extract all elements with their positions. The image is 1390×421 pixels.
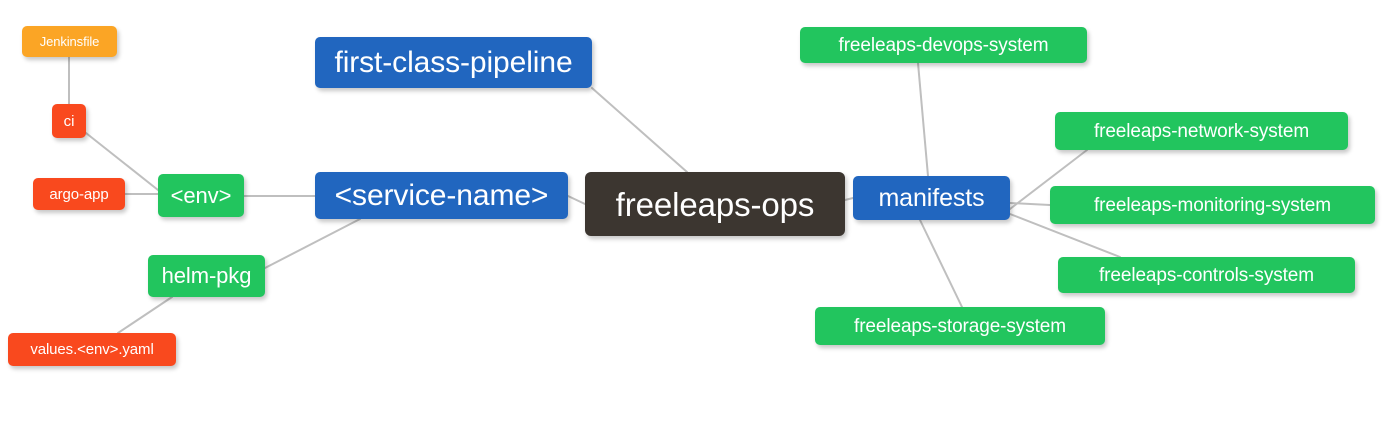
edge-root-to-service-name [567,195,586,205]
mindmap-node-freeleaps-storage-system[interactable]: freeleaps-storage-system [815,307,1105,345]
mindmap-node-label: argo-app [49,185,109,203]
edge-manifests-to-freeleaps-storage-system [919,219,963,308]
mindmap-node-label: ci [63,112,75,130]
mindmap-node-label: manifests [878,183,985,212]
mindmap-node-argo-app[interactable]: argo-app [33,178,125,210]
mindmap-node-label: freeleaps-devops-system [838,34,1049,56]
mindmap-node-label: freeleaps-storage-system [854,315,1066,337]
mindmap-node-freeleaps-devops-system[interactable]: freeleaps-devops-system [800,27,1087,63]
mindmap-node-label: Jenkinsfile [39,34,100,49]
mindmap-node-freeleaps-controls-system[interactable]: freeleaps-controls-system [1058,257,1355,293]
mindmap-node-service-name[interactable]: <service-name> [315,172,568,219]
mindmap-node-ci[interactable]: ci [52,104,86,138]
edge-manifests-to-freeleaps-monitoring-system [1009,202,1051,206]
mindmap-node-label: freeleaps-network-system [1093,120,1310,142]
mindmap-node-label: first-class-pipeline [334,45,573,79]
edge-manifests-to-freeleaps-devops-system [917,62,929,177]
mindmap-node-manifests[interactable]: manifests [853,176,1010,220]
edge-helm-pkg-to-values-env-yaml [117,296,173,334]
mindmap-node-freeleaps-network-system[interactable]: freeleaps-network-system [1055,112,1348,150]
mindmap-node-label: helm-pkg [161,263,252,288]
edge-service-name-to-helm-pkg [264,218,361,269]
mindmap-node-label: values.<env>.yaml [30,341,154,358]
mindmap-node-first-class-pipeline[interactable]: first-class-pipeline [315,37,592,88]
mindmap-node-label: <service-name> [334,178,549,212]
mindmap-node-env[interactable]: <env> [158,174,244,217]
mindmap-node-label: freeleaps-controls-system [1098,264,1315,286]
mindmap-node-freeleaps-monitoring-system[interactable]: freeleaps-monitoring-system [1050,186,1375,224]
edge-root-to-first-class-pipeline [591,87,688,173]
mindmap-node-label: freeleaps-monitoring-system [1094,194,1331,216]
mindmap-node-root[interactable]: freeleaps-ops [585,172,845,236]
mindmap-node-label: freeleaps-ops [615,185,815,223]
mindmap-node-values-env-yaml[interactable]: values.<env>.yaml [8,333,176,366]
mindmap-node-label: <env> [170,182,232,208]
edge-root-to-manifests [844,197,854,201]
mindmap-node-jenkinsfile[interactable]: Jenkinsfile [22,26,117,57]
mindmap-node-helm-pkg[interactable]: helm-pkg [148,255,265,297]
